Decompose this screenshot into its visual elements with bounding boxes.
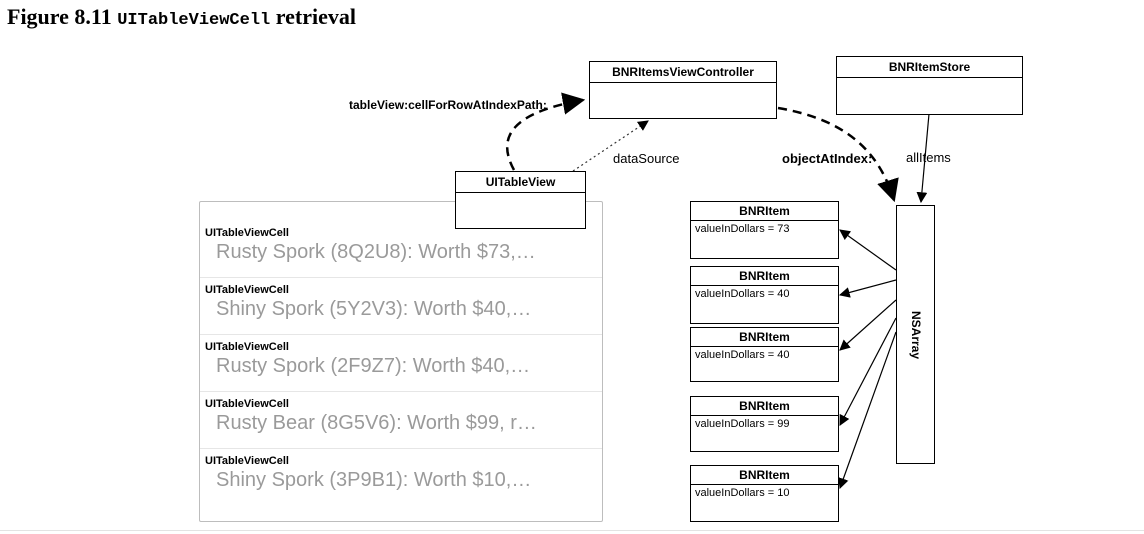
cell-class-label: UITableViewCell (205, 341, 289, 353)
table-view-frame: UITableViewCell Rusty Spork (8Q2U8): Wor… (199, 201, 603, 522)
all-items-label: allItems (906, 150, 951, 165)
item-class-label: BNRItem (691, 267, 838, 286)
cell-description: Rusty Spork (8Q2U8): Worth $73,… (216, 241, 536, 263)
items-view-controller-box: BNRItemsViewController (589, 61, 777, 119)
ns-array-box: NSArray (896, 205, 935, 464)
cell-class-label: UITableViewCell (205, 455, 289, 467)
item-box-5: BNRItem valueInDollars = 10 (690, 465, 839, 522)
item-box-4: BNRItem valueInDollars = 99 (690, 396, 839, 452)
data-source-label: dataSource (613, 151, 680, 166)
item-store-box: BNRItemStore (836, 56, 1023, 115)
item-box-3: BNRItem valueInDollars = 40 (690, 327, 839, 382)
item-value: valueInDollars = 10 (695, 487, 790, 499)
item-box-1: BNRItem valueInDollars = 73 (690, 201, 839, 259)
array-to-item-1-arrow (839, 229, 897, 271)
table-view-title: UITableView (456, 172, 585, 193)
items-view-controller-title: BNRItemsViewController (590, 62, 776, 83)
ns-array-label: NSArray (908, 310, 923, 359)
item-class-label: BNRItem (691, 466, 838, 485)
bottom-divider (0, 530, 1144, 531)
table-cell[interactable]: UITableViewCell Shiny Spork (3P9B1): Wor… (200, 449, 602, 506)
data-source-arrow (572, 120, 649, 172)
cell-description: Shiny Spork (5Y2V3): Worth $40,… (216, 298, 532, 320)
item-value: valueInDollars = 40 (695, 349, 790, 361)
object-at-index-arrow (777, 106, 899, 203)
cell-class-label: UITableViewCell (205, 284, 289, 296)
table-cell[interactable]: UITableViewCell Rusty Spork (2F9Z7): Wor… (200, 335, 602, 392)
cell-description: Rusty Bear (8G5V6): Worth $99, r… (216, 412, 537, 434)
cell-class-label: UITableViewCell (205, 398, 289, 410)
figure-number: Figure 8.11 (7, 4, 112, 29)
cell-description: Rusty Spork (2F9Z7): Worth $40,… (216, 355, 531, 377)
item-class-label: BNRItem (691, 328, 838, 347)
all-items-arrow (916, 113, 930, 204)
figure-title-suffix: retrieval (275, 4, 356, 29)
array-to-item-3-arrow (839, 299, 897, 351)
cell-for-row-arrow (505, 92, 586, 171)
item-store-title: BNRItemStore (837, 57, 1022, 78)
array-to-item-5-arrow (838, 331, 897, 490)
figure-title: Figure 8.11 UITableViewCell retrieval (7, 4, 356, 30)
item-value: valueInDollars = 40 (695, 288, 790, 300)
item-value: valueInDollars = 99 (695, 418, 790, 430)
table-cell[interactable]: UITableViewCell Rusty Spork (8Q2U8): Wor… (200, 221, 602, 278)
object-at-index-label: objectAtIndex: (782, 151, 873, 166)
item-class-label: BNRItem (691, 202, 838, 221)
table-view-box: UITableView (455, 171, 586, 229)
table-cell[interactable]: UITableViewCell Shiny Spork (5Y2V3): Wor… (200, 278, 602, 335)
item-box-2: BNRItem valueInDollars = 40 (690, 266, 839, 324)
array-to-item-2-arrow (838, 279, 897, 298)
array-to-item-4-arrow (839, 317, 897, 426)
item-value: valueInDollars = 73 (695, 223, 790, 235)
cell-class-label: UITableViewCell (205, 227, 289, 239)
figure-code-term: UITableViewCell (117, 11, 271, 30)
cell-for-row-label: tableView:cellForRowAtIndexPath: (349, 98, 547, 112)
cell-description: Shiny Spork (3P9B1): Worth $10,… (216, 469, 532, 491)
table-cell[interactable]: UITableViewCell Rusty Bear (8G5V6): Wort… (200, 392, 602, 449)
item-class-label: BNRItem (691, 397, 838, 416)
